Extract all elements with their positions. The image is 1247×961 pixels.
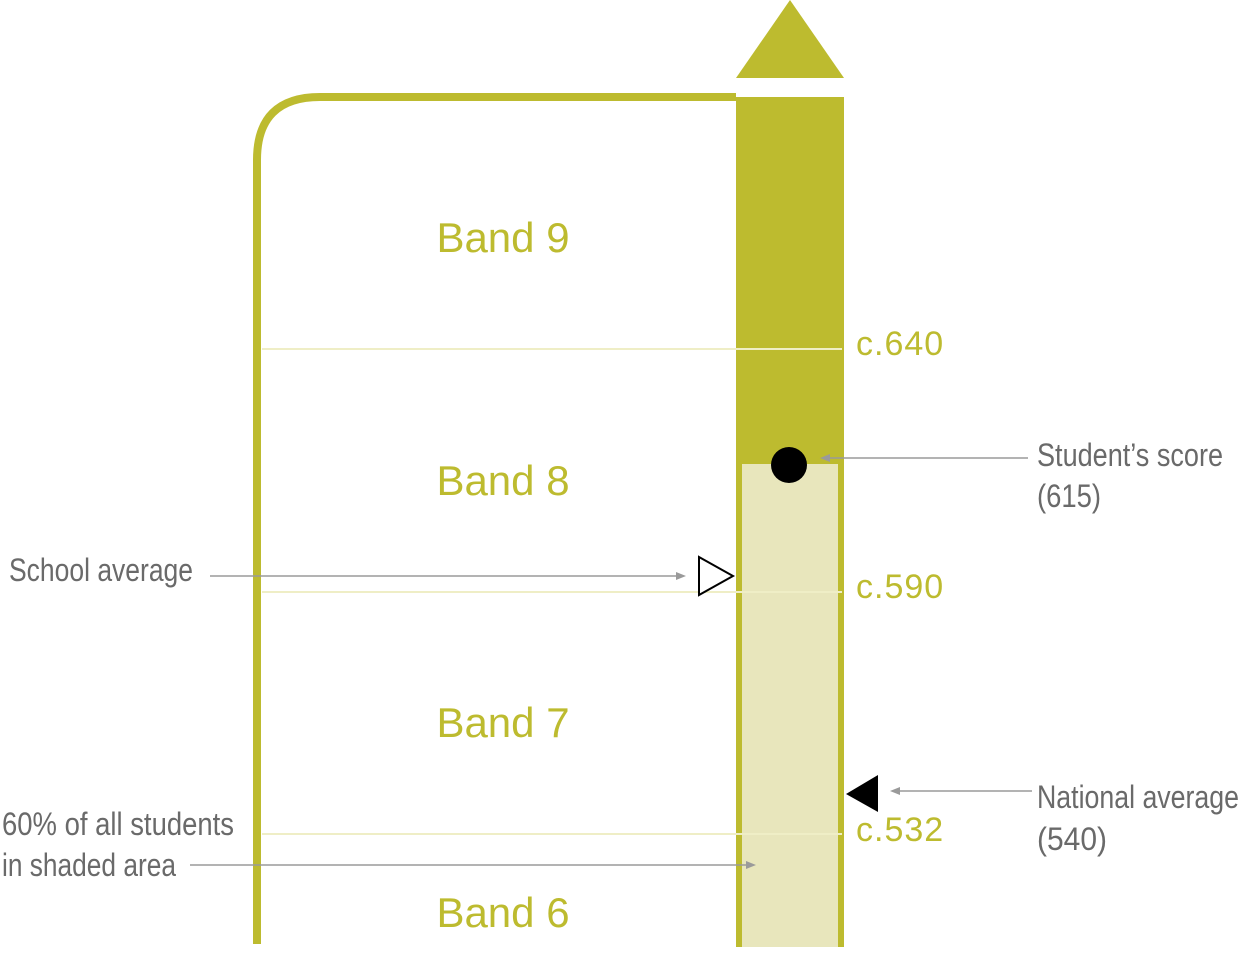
band-label-9: Band 9 [436, 214, 569, 261]
national-average-label: National average [1037, 779, 1239, 815]
national-average-value: (540) [1037, 821, 1107, 857]
school-average-label: School average [9, 552, 193, 588]
band-scale-bracket [253, 93, 736, 944]
band-label-8: Band 8 [436, 457, 569, 504]
student-score-pointer-arrow-icon [820, 454, 830, 462]
shaded-area-pointer-arrow-icon [746, 861, 756, 869]
scale-arrow-base [736, 78, 844, 91]
student-score-label: Student’s score [1037, 437, 1223, 473]
scale-arrow-head [736, 0, 844, 91]
student-score-value: (615) [1037, 478, 1101, 514]
threshold-label-590: c.590 [856, 568, 944, 606]
band-label-7: Band 7 [436, 699, 569, 746]
shaded-area-label-line2: in shaded area [2, 847, 176, 883]
student-score-marker [771, 447, 807, 483]
national-average-pointer-arrow-icon [890, 787, 900, 795]
school-average-pointer-arrow-icon [676, 572, 686, 580]
band-label-6: Band 6 [436, 889, 569, 936]
school-average-marker-icon [698, 555, 736, 597]
threshold-label-532: c.532 [856, 811, 944, 849]
threshold-label-640: c.640 [856, 325, 944, 363]
shaded-area-60-percent [742, 464, 838, 947]
shaded-area-label-line1: 60% of all students [2, 806, 234, 842]
national-average-marker-icon [846, 775, 878, 812]
